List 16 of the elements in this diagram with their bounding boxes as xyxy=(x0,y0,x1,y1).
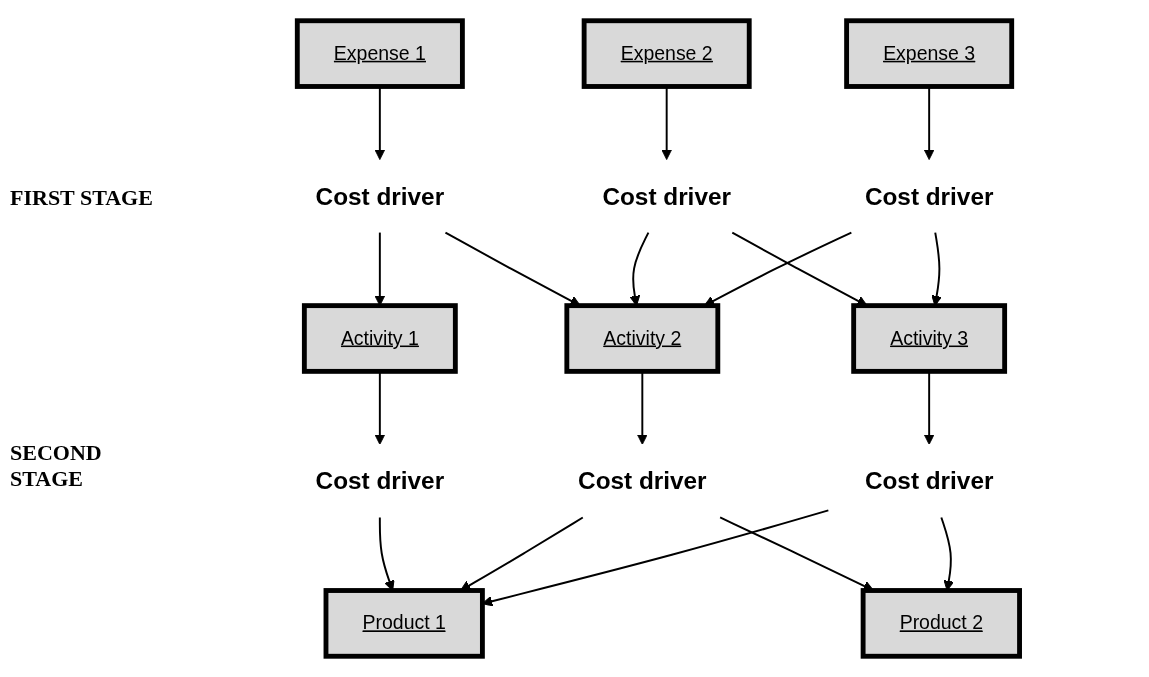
stage-label: SECOND STAGE xyxy=(10,440,103,493)
node-box: Expense 1 xyxy=(294,18,465,89)
node-box: Activity 2 xyxy=(564,303,721,374)
node-text: Cost driver xyxy=(864,182,994,210)
node-text: Cost driver xyxy=(602,182,731,210)
node-box: Expense 2 xyxy=(581,18,752,89)
node-box: Expense 3 xyxy=(844,18,1015,89)
node-box: Product 2 xyxy=(860,588,1022,659)
node-text: Cost driver xyxy=(864,467,994,495)
node-box: Product 1 xyxy=(323,588,485,659)
stage-label: FIRST STAGE xyxy=(10,184,154,211)
node-box: Activity 3 xyxy=(851,303,1008,374)
node-text: Cost driver xyxy=(315,467,445,495)
node-box: Activity 1 xyxy=(301,303,458,374)
node-text: Cost driver xyxy=(315,182,445,210)
node-text: Cost driver xyxy=(578,467,707,495)
